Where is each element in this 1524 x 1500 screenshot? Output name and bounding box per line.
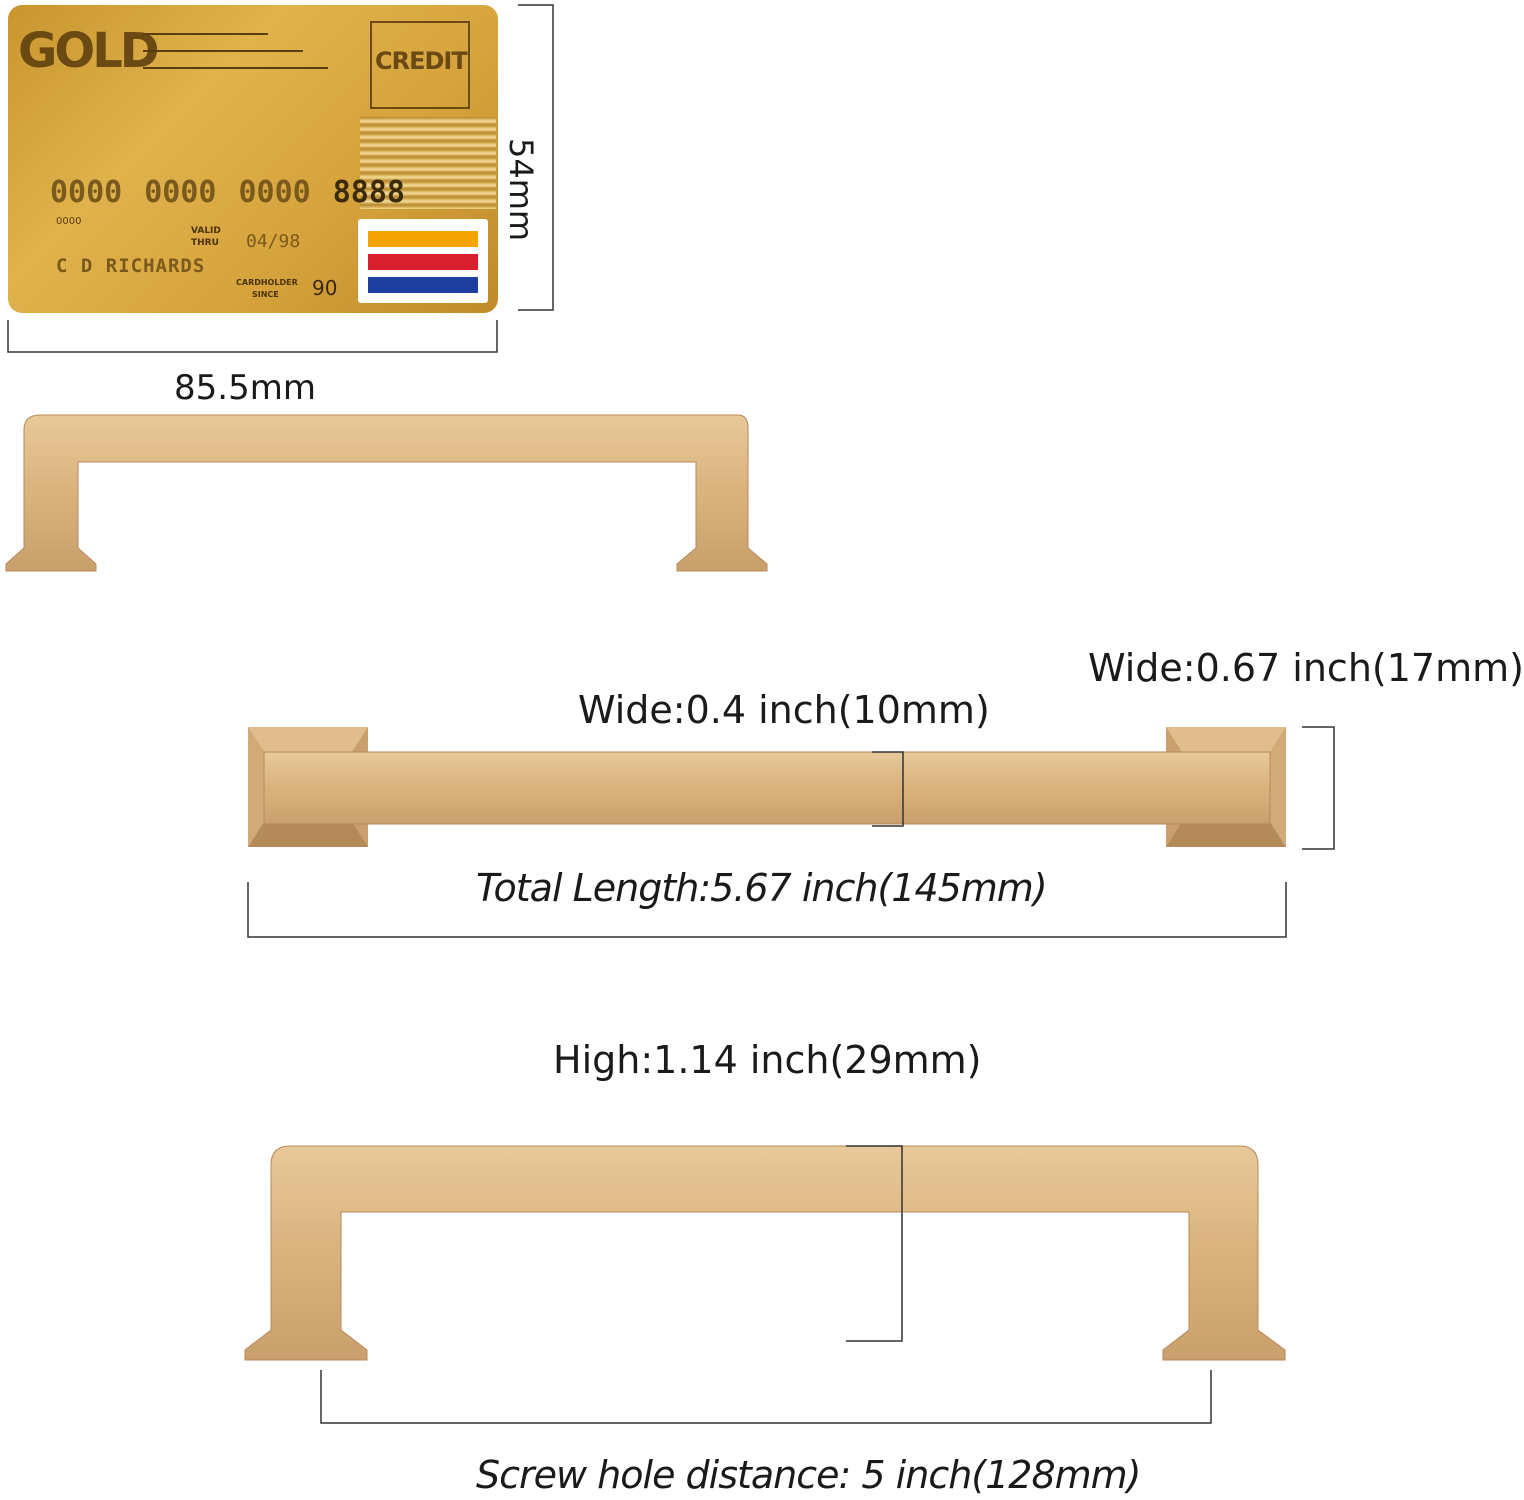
diagram-canvas bbox=[5, 4, 1335, 1424]
since-label: CARDHOLDER bbox=[236, 278, 298, 287]
card-width-label: 85.5mm bbox=[174, 368, 316, 408]
screw-distance-label: Screw hole distance: 5 inch(128mm) bbox=[476, 1453, 1142, 1497]
card-number-group: 0000 bbox=[50, 175, 123, 210]
logo-stripe bbox=[368, 231, 478, 247]
base-wide-label: Wide:0.67 inch(17mm) bbox=[1088, 646, 1524, 690]
total-length-dimension bbox=[247, 882, 1287, 938]
high-label: High:1.14 inch(29mm) bbox=[553, 1038, 982, 1082]
handle-side-view-small bbox=[5, 414, 768, 572]
card-number-group: 0000 bbox=[144, 175, 217, 210]
since-label-2: SINCE bbox=[252, 290, 279, 299]
hologram bbox=[360, 117, 496, 209]
card-width-dimension bbox=[7, 320, 498, 353]
since-year: 90 bbox=[312, 276, 338, 300]
valid-label: VALID bbox=[191, 226, 221, 236]
screw-distance-dimension bbox=[320, 1370, 1212, 1424]
card-type-box bbox=[370, 21, 470, 109]
card-number-group: 0000 bbox=[238, 175, 311, 210]
holder-name: C D RICHARDS bbox=[56, 255, 206, 277]
card-number-row: 0000 0000 0000 8888 bbox=[50, 175, 490, 215]
card-small-number: 0000 bbox=[56, 216, 82, 227]
bar-wide-label: Wide:0.4 inch(10mm) bbox=[578, 688, 990, 732]
card-logo bbox=[358, 219, 488, 303]
bar-width-dimension bbox=[872, 751, 904, 827]
logo-stripe bbox=[368, 277, 478, 293]
card-height-label: 54mm bbox=[502, 138, 540, 242]
credit-card: GOLD CREDIT 0000 0000 0000 8888 0000 VAL… bbox=[8, 5, 498, 313]
card-type: CREDIT bbox=[375, 47, 468, 75]
height-dimension bbox=[846, 1145, 903, 1342]
handle-side-view-large bbox=[244, 1145, 1286, 1361]
total-length-label: Total Length:5.67 inch(145mm) bbox=[476, 866, 1048, 910]
valid-date: 04/98 bbox=[246, 231, 301, 252]
base-width-dimension bbox=[1302, 726, 1335, 850]
card-height-dimension bbox=[518, 4, 554, 311]
card-number-group: 8888 bbox=[332, 175, 405, 210]
card-brand: GOLD bbox=[18, 23, 160, 79]
thru-label: THRU bbox=[191, 238, 219, 248]
card-lines bbox=[143, 33, 268, 35]
logo-stripe bbox=[368, 254, 478, 270]
handle-top-view bbox=[248, 727, 1286, 847]
